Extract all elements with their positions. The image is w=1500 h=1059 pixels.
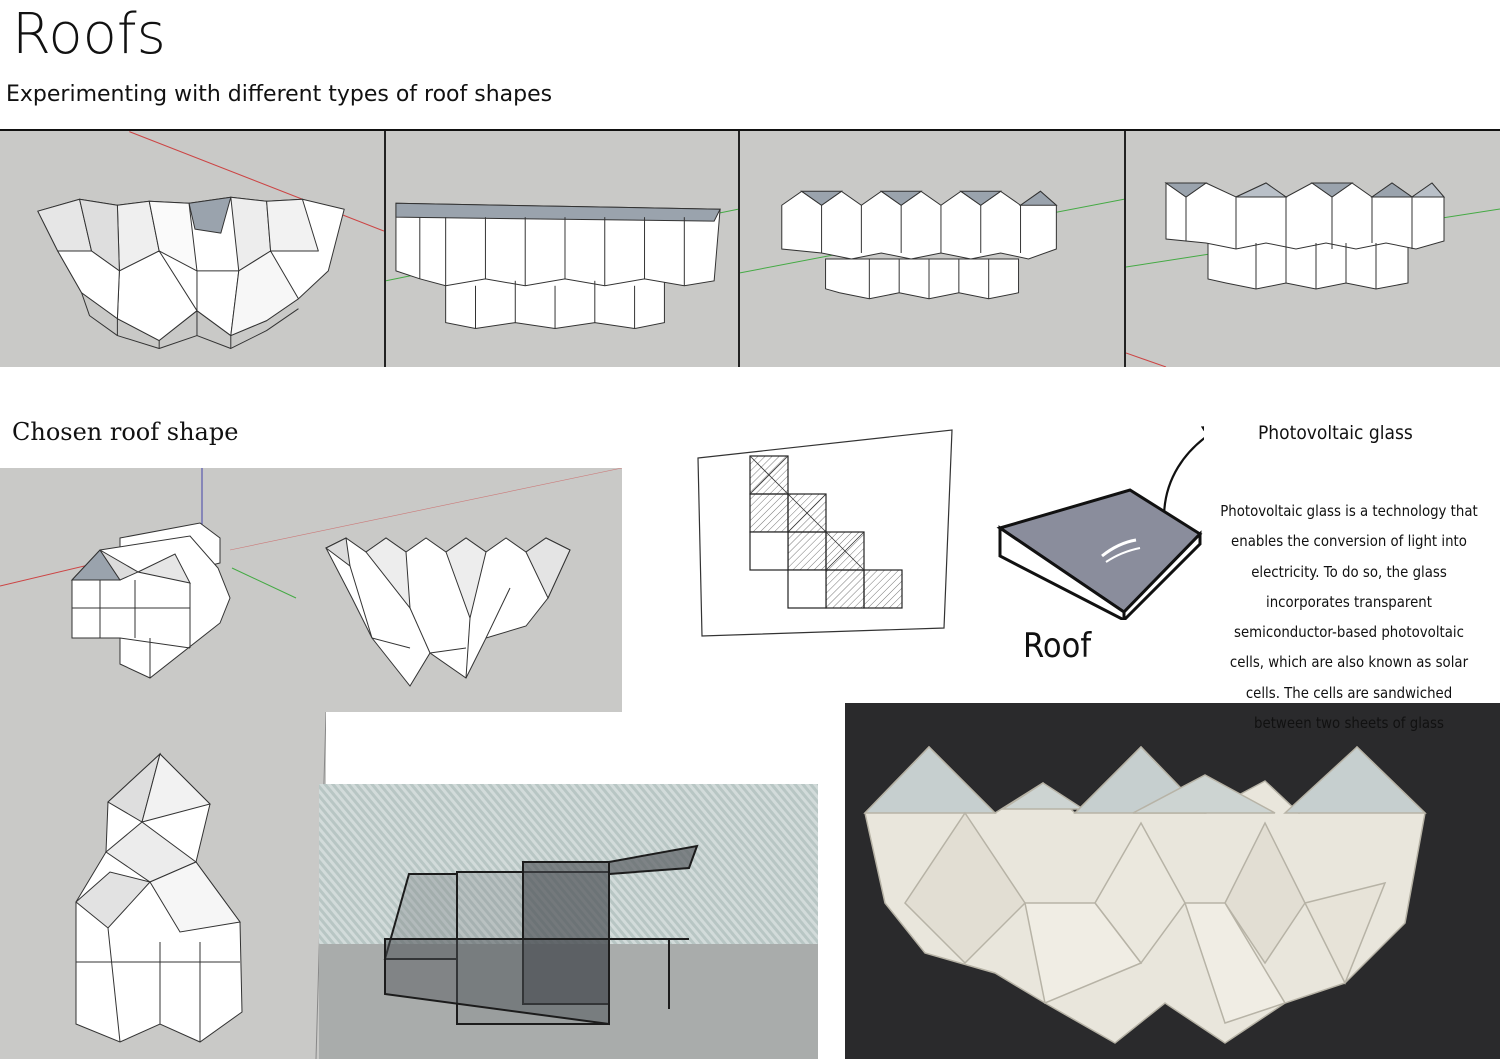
photovoltaic-title: Photovoltaic glass <box>1258 422 1413 444</box>
roof-experiments-strip <box>0 129 1500 367</box>
sawtooth-roof-model-render <box>740 190 1124 300</box>
glass-structure-model-render <box>319 784 818 1059</box>
glass-panel-icon <box>996 424 1204 620</box>
sawtooth-roof-model-render <box>386 202 738 330</box>
chosen-roof-label: Chosen roof shape <box>12 418 239 446</box>
experiment-panel-3 <box>740 131 1126 367</box>
experiment-panel-4 <box>1126 131 1500 367</box>
photovoltaic-description: Photovoltaic glass is a technology that … <box>1220 502 1478 733</box>
pyramid-roof-model-render <box>37 131 384 349</box>
experiment-panel-2 <box>386 131 740 367</box>
page-subtitle: Experimenting with different types of ro… <box>6 82 553 107</box>
roof-plan-drawing <box>697 429 953 637</box>
physical-roof-model-photo <box>845 703 1500 1059</box>
chosen-roof-model-render <box>75 712 326 1059</box>
chosen-roof-topdown-render <box>0 712 326 1059</box>
chosen-roof-model-render <box>0 468 622 687</box>
photovoltaic-glass-illustration <box>994 420 1204 620</box>
experiment-panel-1 <box>0 131 386 367</box>
sawtooth-roof-model-render <box>1126 182 1500 367</box>
chosen-roof-render <box>0 468 622 712</box>
glass-structure-render <box>319 784 818 1059</box>
page-title: Roofs <box>12 2 166 67</box>
roof-plan-sketch <box>694 428 956 638</box>
roof-label: Roof <box>1023 626 1092 666</box>
physical-model-photo <box>845 703 1500 1059</box>
